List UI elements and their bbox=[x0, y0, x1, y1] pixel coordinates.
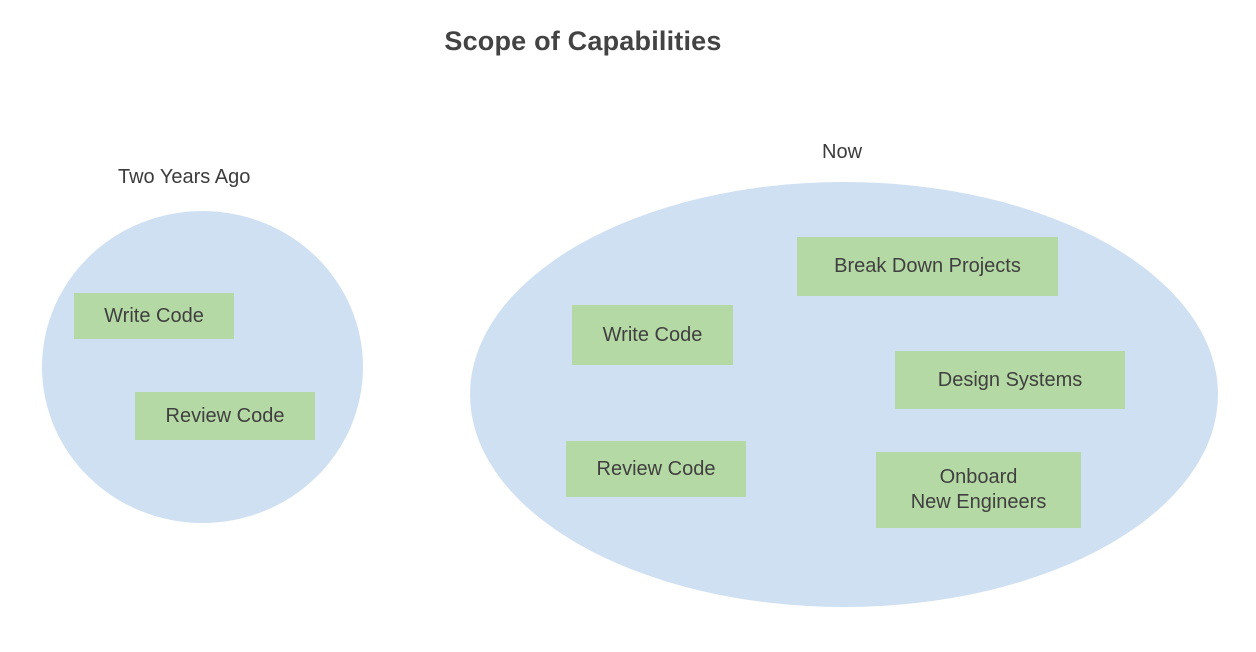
capability-chip-label: Break Down Projects bbox=[834, 255, 1021, 277]
capability-chip-review-code-past[interactable]: Review Code bbox=[135, 392, 315, 440]
capability-chip-onboard-new-engineers[interactable]: Onboard New Engineers bbox=[876, 452, 1081, 528]
capability-chip-write-code-past[interactable]: Write Code bbox=[74, 293, 234, 339]
group-label-now: Now bbox=[822, 141, 863, 163]
capability-chip-label: Review Code bbox=[165, 404, 285, 427]
capability-chip-review-code-now[interactable]: Review Code bbox=[566, 441, 746, 497]
page-title: Scope of Capabilities bbox=[444, 26, 722, 56]
capability-chip-label: Design Systems bbox=[937, 368, 1083, 391]
capability-chip-label: Review Code bbox=[596, 457, 716, 480]
ellipse-two-years-ago bbox=[42, 211, 363, 523]
capability-chip-label-line-2: New Engineers bbox=[910, 491, 1047, 513]
capability-chip-label: Write Code bbox=[104, 304, 204, 327]
group-label-two-years-ago: Two Years Ago bbox=[118, 166, 251, 188]
capability-chip-label: Write Code bbox=[602, 323, 703, 346]
capability-chip-write-code-now[interactable]: Write Code bbox=[572, 305, 733, 365]
capability-chip-design-systems[interactable]: Design Systems bbox=[895, 351, 1125, 409]
capability-chip-label-line-1: Onboard bbox=[939, 466, 1018, 488]
capability-chip-break-down-projects[interactable]: Break Down Projects bbox=[797, 237, 1058, 296]
